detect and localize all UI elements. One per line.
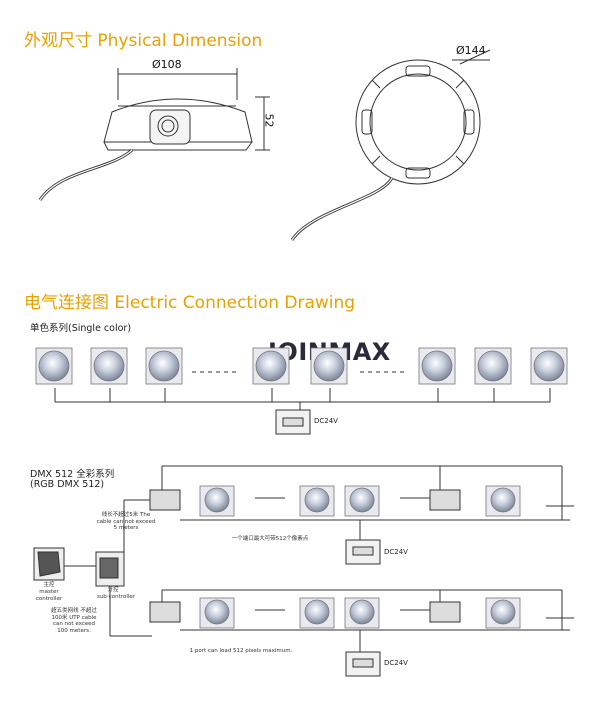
dmx-label-cn: DMX 512 全彩系列: [30, 469, 115, 480]
pixel-note-en: 1 port can load 512 pixels maximum.: [189, 648, 293, 654]
cable-note: 线长不超过5米 The cable can not exceed 5 meter…: [96, 512, 156, 531]
sub-en: sub-controller: [96, 594, 136, 600]
dmx-leds: [199, 485, 521, 629]
dc-label-2: DC24V: [384, 548, 408, 556]
single-color-label: 单色系列(Single color): [30, 323, 132, 334]
single-color-leds: [35, 347, 568, 385]
electric-connection-title: 电气连接图 Electric Connection Drawing: [24, 293, 356, 313]
side-diameter-label: Ø108: [152, 58, 182, 71]
dc-label-3: DC24V: [384, 659, 408, 667]
master-en: master controller: [35, 589, 63, 602]
side-view-drawing: [38, 68, 270, 201]
top-view-drawing: [290, 49, 491, 241]
dmx-label-en: (RGB DMX 512): [30, 479, 105, 490]
physical-dimension-title: 外观尺寸 Physical Dimension: [24, 31, 263, 51]
top-diameter-label: Ø144: [456, 44, 486, 57]
dmx-diagram: [33, 465, 574, 677]
sub-cn: 分控: [107, 587, 119, 593]
master-cn: 主控: [43, 582, 55, 588]
pixel-note-cn: 一个端口最大可带512个像素点: [231, 536, 309, 542]
utp-note: 超五类网线 不超过100米 UTP cable can not exceed 1…: [51, 608, 97, 634]
single-color-diagram: [54, 371, 551, 435]
single-dc-label: DC24V: [314, 417, 338, 425]
